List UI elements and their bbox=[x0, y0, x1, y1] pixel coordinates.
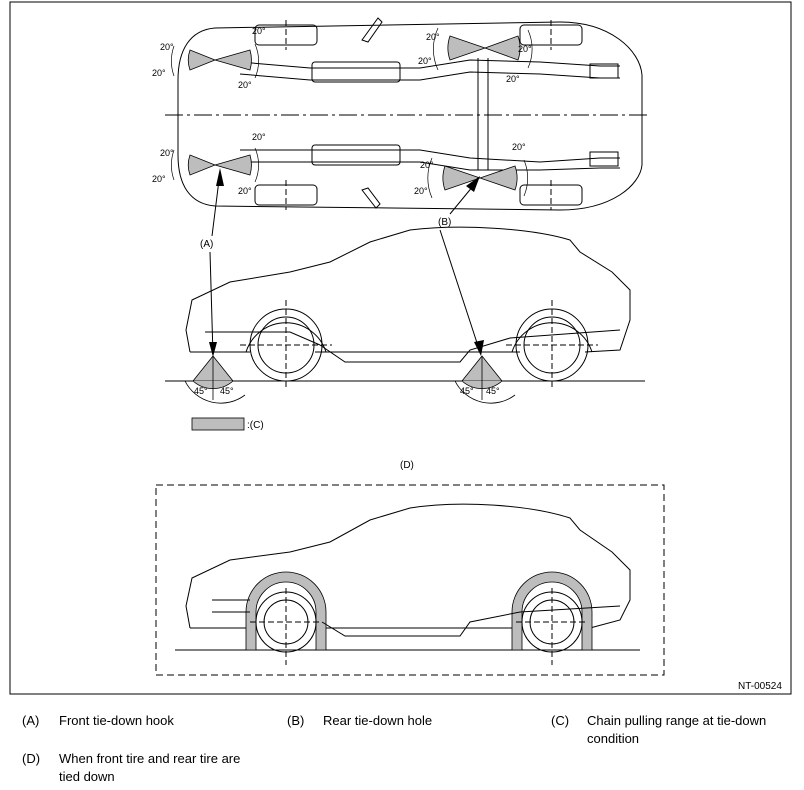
svg-text:20°: 20° bbox=[252, 132, 266, 142]
range-legend-swatch bbox=[191, 417, 245, 431]
range-front-left bbox=[187, 49, 217, 71]
legend-text: Rear tie-down hole bbox=[323, 713, 433, 728]
svg-text:20°: 20° bbox=[160, 148, 174, 158]
side-view-body-outline bbox=[185, 226, 631, 353]
right-mirror-icon bbox=[361, 187, 381, 209]
svg-text:20°: 20° bbox=[518, 44, 532, 54]
legend-key: (C) bbox=[551, 713, 570, 728]
right-frame-rail bbox=[240, 149, 620, 163]
legend-item-c: (C) Chain pulling range at tie-down cond… bbox=[551, 712, 791, 752]
legend-item-b: (B) Rear tie-down hole bbox=[287, 712, 527, 748]
range-rear-left bbox=[447, 35, 487, 61]
tire-tie-down-panel bbox=[155, 484, 665, 676]
svg-text:20°: 20° bbox=[414, 186, 428, 196]
top-view-angle-labels: 20° 20° 20° 20° 20° 20° 20° 20° 20° 20° … bbox=[152, 26, 532, 196]
left-frame-rail-lower bbox=[239, 71, 620, 81]
top-view-chain-ranges bbox=[187, 35, 521, 191]
svg-text:20°: 20° bbox=[238, 186, 252, 196]
tire-chain-ranges bbox=[245, 571, 593, 651]
callout-b-label: (B) bbox=[438, 217, 451, 228]
figure-frame bbox=[9, 1, 792, 695]
side-view-2-body-outline bbox=[185, 503, 631, 629]
svg-text:20°: 20° bbox=[418, 56, 432, 66]
svg-text:20°: 20° bbox=[426, 32, 440, 42]
left-mirror-icon bbox=[361, 17, 383, 43]
svg-text:45°: 45° bbox=[460, 386, 474, 396]
legend-text: When front tire and rear tire are tied d… bbox=[59, 751, 241, 784]
svg-text:45°: 45° bbox=[486, 386, 500, 396]
right-frame-rail-lower bbox=[240, 161, 620, 171]
range-front-right bbox=[187, 154, 217, 176]
svg-text:45°: 45° bbox=[194, 386, 208, 396]
svg-text:20°: 20° bbox=[420, 160, 434, 170]
range-legend-label: :(C) bbox=[247, 420, 264, 431]
svg-text:20°: 20° bbox=[252, 26, 266, 36]
svg-text:20°: 20° bbox=[152, 174, 166, 184]
svg-text:20°: 20° bbox=[238, 80, 252, 90]
figure-code: NT-00524 bbox=[738, 681, 782, 692]
svg-text:20°: 20° bbox=[152, 68, 166, 78]
callout-arrows bbox=[209, 168, 484, 357]
side-view-hooks bbox=[165, 226, 645, 390]
left-frame-rail bbox=[239, 59, 620, 69]
svg-text:20°: 20° bbox=[506, 74, 520, 84]
legend-text: Chain pulling range at tie-down conditio… bbox=[587, 713, 767, 746]
legend-text: Front tie-down hook bbox=[59, 713, 174, 728]
rear-tire-range bbox=[511, 571, 593, 651]
legend-key: (B) bbox=[287, 713, 305, 728]
top-view-body-outline bbox=[177, 21, 643, 211]
svg-text:20°: 20° bbox=[512, 142, 526, 152]
range-rear-right bbox=[442, 165, 482, 191]
legend-item-a: (A) Front tie-down hook bbox=[22, 712, 262, 748]
side-view-angle-labels: 45° 45° 45° 45° bbox=[194, 386, 500, 396]
front-tire-range bbox=[245, 571, 327, 651]
legend-key: (D) bbox=[22, 751, 41, 766]
side-view-chain-ranges bbox=[184, 355, 516, 404]
top-view bbox=[165, 17, 650, 211]
svg-text:45°: 45° bbox=[220, 386, 234, 396]
top-view-angle-dimensions bbox=[171, 27, 533, 199]
legend-key: (A) bbox=[22, 713, 40, 728]
callout-a-label: (A) bbox=[200, 239, 213, 250]
svg-text:20°: 20° bbox=[160, 42, 174, 52]
legend-item-d: (D) When front tire and rear tire are ti… bbox=[22, 750, 282, 790]
callout-d-label: (D) bbox=[400, 460, 414, 471]
